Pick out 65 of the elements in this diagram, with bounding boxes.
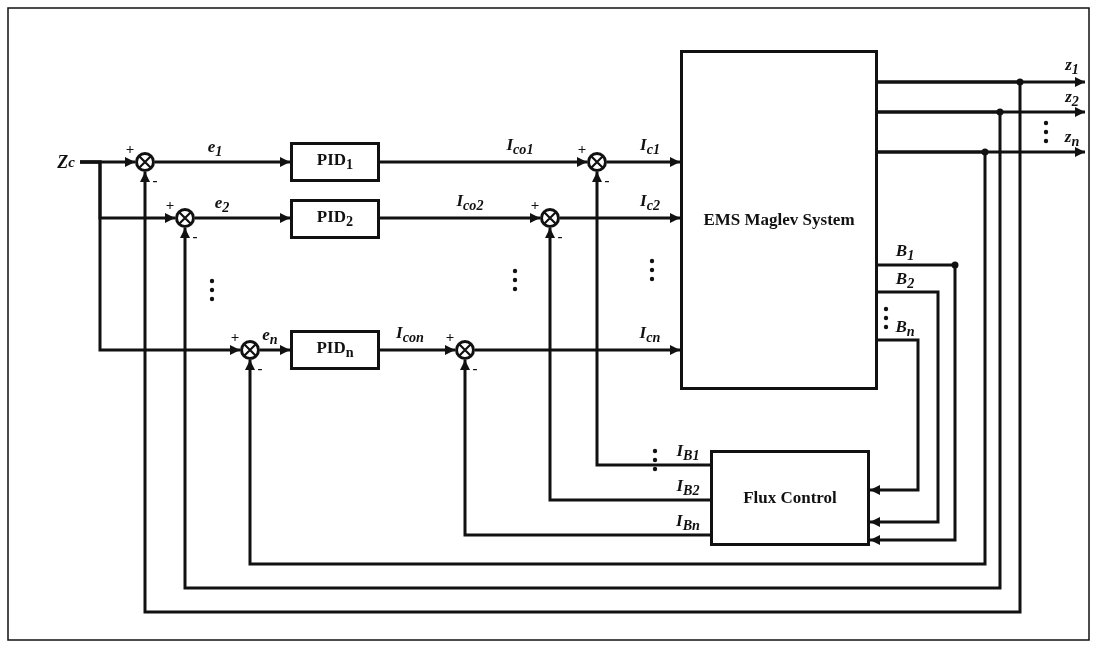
arrow <box>195 213 290 223</box>
arrow <box>592 172 710 467</box>
signal-label: I$_{co1}$ <box>506 135 534 157</box>
signal-label: e$_{1}$ <box>207 137 223 159</box>
block-label: Flux Control <box>743 488 837 508</box>
arrow <box>140 80 1022 614</box>
arrow <box>380 213 540 223</box>
signal-label: B$_{2}$ <box>895 269 915 291</box>
arrow <box>460 360 710 537</box>
arrow <box>260 345 290 355</box>
summing-junction <box>135 152 155 172</box>
block-box <box>290 142 380 182</box>
signal-label: I$_{cn}$ <box>639 323 661 345</box>
block-box <box>290 330 380 370</box>
signal-label: I$_{co2}$ <box>456 191 484 213</box>
sign-label: + <box>230 329 240 345</box>
arrow <box>545 228 710 502</box>
sign-label: - <box>557 228 563 244</box>
signal-label: I$_{B2}$ <box>676 476 700 498</box>
arrow <box>870 338 920 495</box>
sign-label: + <box>577 141 587 157</box>
sign-label: - <box>192 228 198 244</box>
summing-junction <box>175 208 195 228</box>
signal-label: z$_{1}$ <box>1065 55 1079 77</box>
block-label: PID$_{n}$ <box>316 338 354 362</box>
signal-label: e$_{n}$ <box>262 325 278 347</box>
arrow <box>870 263 957 545</box>
signal-label: z$_{n}$ <box>1064 127 1080 149</box>
arrow <box>870 290 940 527</box>
sign-label: + <box>125 141 135 157</box>
sign-label: - <box>604 172 610 188</box>
signal-label: z$_{2}$ <box>1065 87 1079 109</box>
signal-label: I$_{B1}$ <box>676 441 700 463</box>
arrow <box>155 157 290 167</box>
arrow <box>180 110 1002 590</box>
sign-label: + <box>530 197 540 213</box>
block-box <box>680 50 878 390</box>
summing-junction <box>540 208 560 228</box>
sign-label: + <box>445 329 455 345</box>
arrow <box>380 345 455 355</box>
signal-label: B$_{1}$ <box>895 241 915 263</box>
signal-label: I$_{c1}$ <box>640 135 660 157</box>
arrow <box>607 157 680 167</box>
signal-label: I$_{c2}$ <box>640 191 660 213</box>
summing-junction <box>240 340 260 360</box>
signal-label: e$_{2}$ <box>214 193 230 215</box>
sign-label: - <box>257 360 263 376</box>
block-label: PID$_{1}$ <box>316 150 354 174</box>
signal-label: I$_{con}$ <box>396 323 424 345</box>
signal-label: B$_{n}$ <box>895 317 915 339</box>
sign-label: - <box>472 360 478 376</box>
arrow <box>80 160 240 355</box>
sign-label: - <box>152 172 158 188</box>
arrow <box>380 157 587 167</box>
block-label: PID$_{2}$ <box>316 207 354 231</box>
summing-junction <box>587 152 607 172</box>
block-box <box>290 199 380 239</box>
sign-label: + <box>165 197 175 213</box>
summing-junction <box>455 340 475 360</box>
arrow <box>560 213 680 223</box>
arrow <box>475 345 680 355</box>
block-box <box>710 450 870 546</box>
block-label: EMS Maglev System <box>703 210 855 230</box>
signal-label: I$_{Bn}$ <box>676 511 700 533</box>
arrow <box>245 150 987 566</box>
